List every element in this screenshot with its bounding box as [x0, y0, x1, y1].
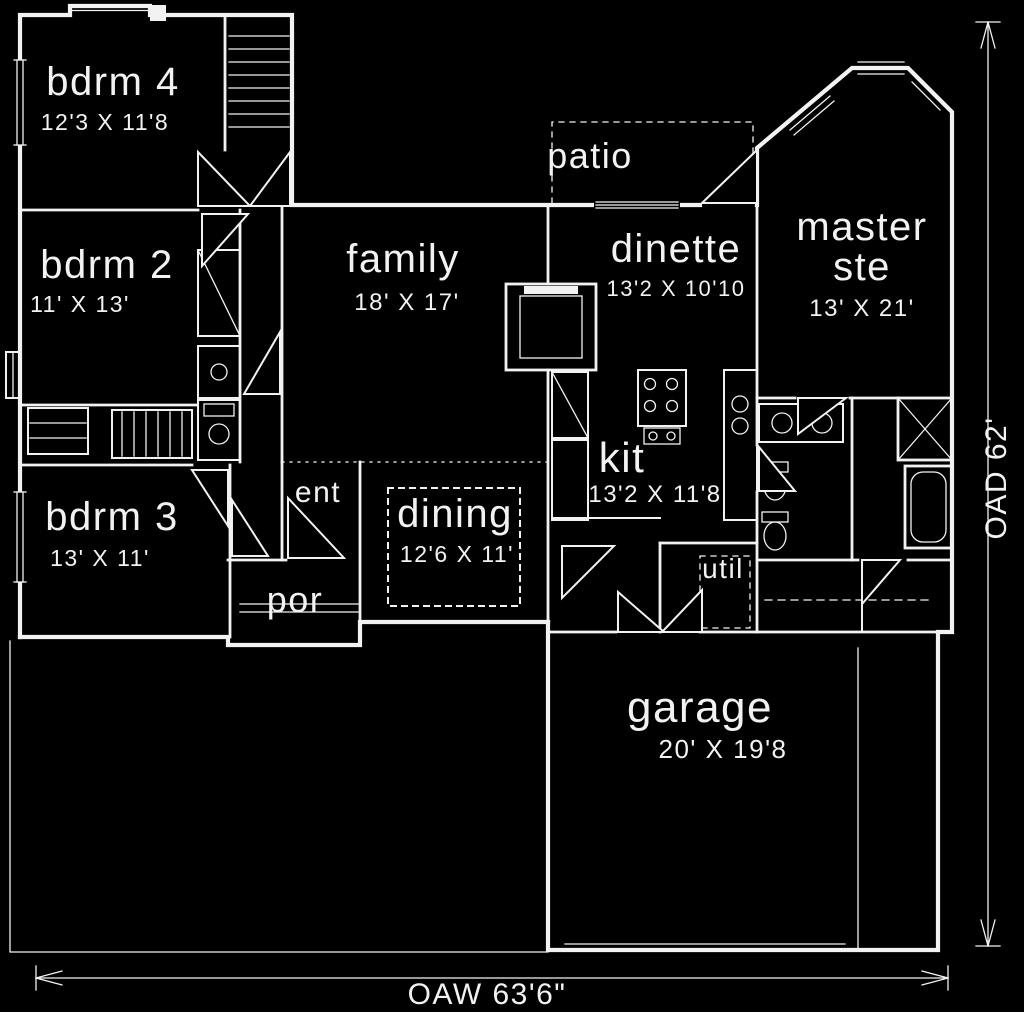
room-label-bdrm4: bdrm 4	[46, 60, 180, 104]
sink-icon	[731, 395, 749, 435]
room-dims-bdrm2: 11' X 13'	[30, 291, 130, 317]
room-dims-dining: 12'6 X 11'	[400, 541, 514, 567]
door-swing-icon	[758, 444, 798, 492]
kitchen-fixtures	[551, 369, 758, 521]
room-label-dinette: dinette	[611, 227, 742, 271]
window-icon	[13, 59, 27, 146]
door-swing-icon	[197, 149, 253, 207]
patio-door-swing-icon	[699, 147, 758, 204]
closet-icon	[111, 409, 193, 459]
overall-width-label: OAW 63'6"	[408, 978, 567, 1011]
room-labels: bdrm 4 12'3 X 11'8 bdrm 2 11' X 13' fami…	[30, 60, 927, 764]
room-dims-family: 18' X 17'	[354, 289, 459, 316]
dining-ceiling-outline	[387, 487, 521, 607]
window-icon	[13, 491, 27, 583]
room-label-dining: dining	[397, 492, 513, 536]
room-label-patio: patio	[547, 135, 633, 176]
window-icon	[594, 199, 680, 211]
dimension-arrow-icon	[35, 970, 63, 986]
closet-shelves-icon	[228, 35, 290, 128]
overall-depth-label: OAD 62'	[980, 417, 1013, 540]
dimension-width	[35, 965, 949, 991]
dimension-depth	[975, 21, 1001, 947]
door-swing-icon	[797, 397, 849, 436]
door-swing-icon	[190, 469, 229, 530]
door-swing-icon	[242, 328, 281, 395]
closets	[27, 35, 290, 461]
room-dims-master: 13' X 21'	[809, 295, 914, 322]
door-swing-icon	[201, 213, 251, 269]
door-swing-icon	[248, 148, 291, 207]
doors	[190, 147, 903, 633]
room-label-bdrm2: bdrm 2	[40, 243, 174, 287]
closet-door-swing-icon	[861, 559, 903, 607]
dimension-arrow-icon	[980, 919, 996, 947]
room-label-kitchen: kit	[599, 434, 646, 481]
counter-icon	[723, 369, 758, 521]
chimney-icon	[150, 5, 166, 21]
door-swing-icon	[659, 587, 703, 633]
room-label-porch: por	[267, 579, 324, 620]
room-dims-dinette: 13'2 X 10'10	[607, 276, 746, 301]
toilet-icon	[761, 511, 789, 551]
room-label-master: master	[796, 205, 927, 249]
room-label-utility: util	[702, 553, 744, 584]
room-dims-bdrm4: 12'3 X 11'8	[41, 109, 169, 135]
exterior-walls	[9, 3, 955, 953]
windows	[5, 9, 945, 583]
dimension-arrow-icon	[921, 970, 949, 986]
window-seat-icon	[27, 407, 89, 455]
door-swing-icon	[231, 496, 270, 557]
linen-closet-icon	[197, 345, 241, 399]
room-label-master-ste: ste	[833, 245, 891, 289]
dimension-labels: OAW 63'6" OAD 62'	[408, 417, 1013, 1011]
shower-icon	[896, 396, 954, 462]
room-label-garage: garage	[627, 683, 773, 732]
room-label-bdrm3: bdrm 3	[45, 495, 179, 539]
washer-dryer-outline	[699, 555, 751, 629]
tub-icon	[903, 464, 954, 550]
bath-fixtures	[758, 396, 954, 551]
interior-walls	[18, 13, 954, 949]
dimension-arrow-icon	[980, 21, 996, 49]
slab-line	[9, 640, 549, 953]
room-dims-bdrm3: 13' X 11'	[50, 545, 150, 571]
pantry-icon	[551, 371, 589, 439]
front-door-swing-icon	[287, 495, 347, 559]
door-swing-icon	[617, 589, 667, 633]
stove-icon	[637, 369, 687, 445]
room-label-entry: ent	[295, 476, 341, 509]
fireplace-icon	[504, 282, 598, 372]
room-label-family: family	[346, 237, 459, 281]
room-dims-kitchen: 13'2 X 11'8	[588, 481, 721, 508]
counter-icon	[551, 439, 589, 521]
water-closet-icon	[197, 399, 241, 461]
bay-window-icon	[789, 61, 945, 136]
bay-window-icon	[5, 351, 21, 399]
garage-entry-door-icon	[561, 545, 617, 601]
closet-icon	[197, 249, 241, 337]
room-dims-garage: 20' X 19'8	[658, 734, 787, 764]
